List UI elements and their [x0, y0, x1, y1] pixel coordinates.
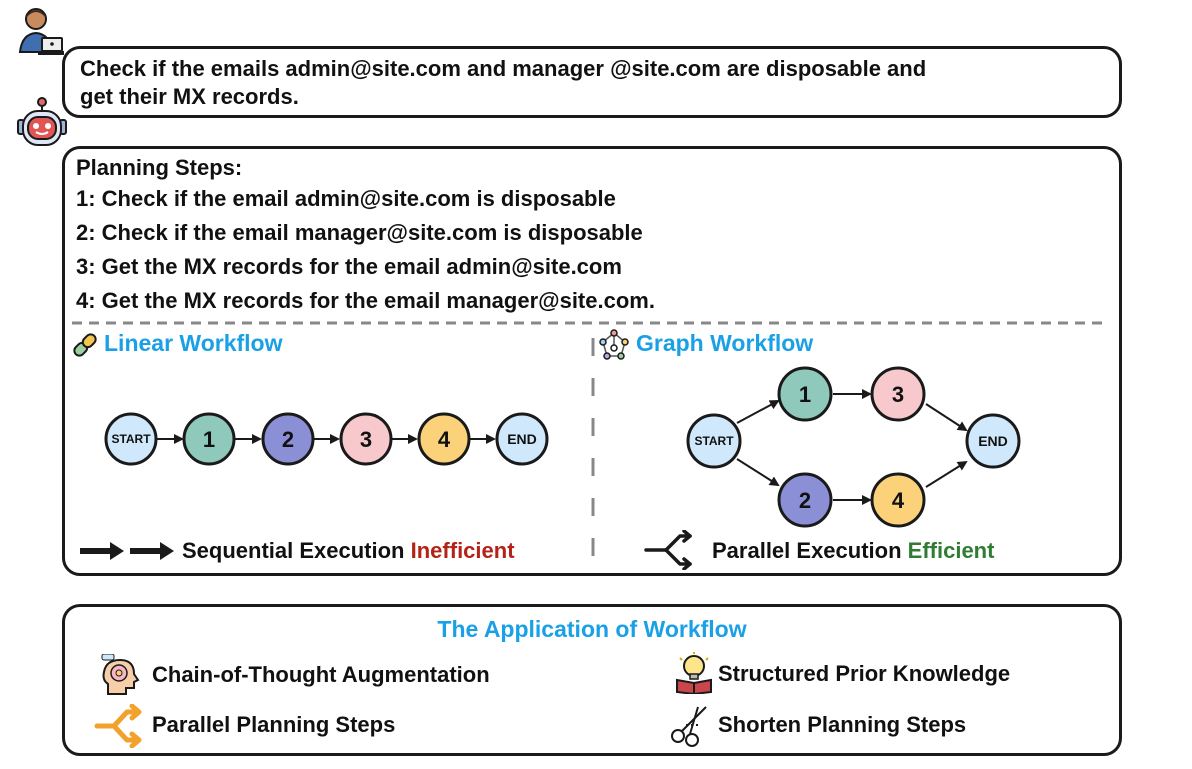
linear-node-start: START — [104, 412, 158, 466]
application-item-knowledge: Structured Prior Knowledge — [718, 661, 1011, 686]
chain-link-icon — [73, 333, 97, 357]
planning-step-3: 3: Get the MX records for the email admi… — [76, 254, 622, 279]
graph-node-end: END — [965, 413, 1021, 469]
efficient-label: Efficient — [907, 538, 995, 563]
section-dividers — [72, 321, 1106, 563]
user-query-line-2: get their MX records. — [80, 84, 299, 109]
linear-node-4: 4 — [417, 412, 471, 466]
user-laptop-icon — [18, 8, 64, 55]
assistant-response-bubble — [62, 146, 1122, 576]
graph-node-start: START — [686, 413, 742, 469]
linear-node-3: 3 — [339, 412, 393, 466]
linear-node-end: END — [495, 412, 549, 466]
graph-workflow-title: Graph Workflow — [636, 330, 814, 356]
parallel-execution-label: Parallel Execution — [712, 538, 902, 563]
linear-node-1-label: 1 — [203, 427, 215, 452]
graph-node-4-label: 4 — [892, 488, 905, 513]
planning-heading: Planning Steps: — [76, 155, 243, 180]
sequential-execution-label: Sequential Execution — [182, 538, 405, 563]
fork-arrow-icon — [644, 530, 692, 570]
graph-node-2: 2 — [777, 472, 833, 528]
planning-step-1: 1: Check if the email admin@site.com is … — [76, 186, 616, 211]
graph-node-3-label: 3 — [892, 382, 904, 407]
planning-step-4: 4: Get the MX records for the email mana… — [76, 288, 655, 313]
linear-workflow-diagram: START 1 2 3 4 END — [104, 412, 549, 466]
inefficient-label: Inefficient — [410, 538, 515, 563]
application-item-cot: Chain-of-Thought Augmentation — [152, 662, 490, 687]
linear-node-start-label: START — [111, 432, 151, 446]
graph-node-3: 3 — [870, 366, 926, 422]
graph-edges — [736, 389, 968, 505]
application-item-parallel: Parallel Planning Steps — [152, 712, 396, 737]
application-title: The Application of Workflow — [437, 616, 747, 642]
graph-workflow-diagram: START 1 2 3 4 END — [686, 366, 1021, 528]
linear-node-4-label: 4 — [438, 427, 451, 452]
graph-node-1: 1 — [777, 366, 833, 422]
linear-node-2-label: 2 — [282, 427, 294, 452]
linear-node-end-label: END — [507, 431, 537, 447]
graph-nodes-icon — [599, 329, 629, 360]
graph-node-2-label: 2 — [799, 488, 811, 513]
linear-node-1: 1 — [182, 412, 236, 466]
orange-fork-icon — [94, 704, 142, 748]
lightbulb-book-icon — [676, 652, 712, 694]
graph-node-start-label: START — [694, 434, 734, 448]
double-arrow-icon — [80, 542, 174, 560]
scissors-icon — [671, 706, 707, 747]
graph-node-1-label: 1 — [799, 382, 811, 407]
linear-node-3-label: 3 — [360, 427, 372, 452]
linear-workflow-title: Linear Workflow — [104, 330, 283, 356]
linear-node-2: 2 — [261, 412, 315, 466]
graph-caption: Parallel Execution Efficient — [712, 538, 994, 564]
planning-step-2: 2: Check if the email manager@site.com i… — [76, 220, 643, 245]
application-panel — [62, 604, 1122, 756]
user-query-bubble — [62, 46, 1122, 118]
robot-icon — [17, 97, 67, 146]
graph-node-end-label: END — [978, 433, 1008, 449]
graph-node-4: 4 — [870, 472, 926, 528]
user-query-line-1: Check if the emails admin@site.com and m… — [80, 56, 927, 81]
application-item-shorten: Shorten Planning Steps — [718, 712, 967, 737]
thinking-head-icon — [101, 654, 140, 695]
linear-caption: Sequential Execution Inefficient — [182, 538, 515, 564]
